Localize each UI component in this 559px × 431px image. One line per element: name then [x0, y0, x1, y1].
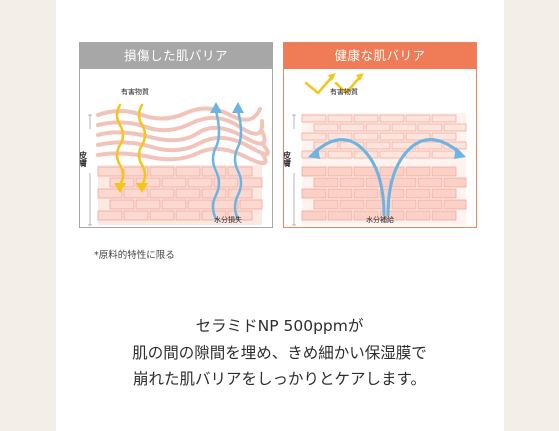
water-loss-label: 水分損失 — [214, 215, 242, 224]
harmful-arrow-heads — [114, 183, 148, 193]
moisture-retention-arrows — [312, 138, 462, 217]
footnote: *原料的特性に限る — [94, 250, 175, 261]
moisture-arrow-heads — [308, 147, 466, 159]
description-line-3: 崩れた肌バリアをしっかりとケアします。 — [133, 370, 426, 388]
damaged-barrier-title: 損傷した肌バリア — [80, 43, 272, 69]
damaged-cell-layer — [97, 165, 263, 225]
description-line-1: セラミドNP 500ppmが — [195, 317, 364, 335]
harmful-label: 有害物質 — [330, 87, 358, 96]
harmful-arrow-heads — [328, 73, 364, 81]
skin-scale — [88, 114, 92, 226]
description-text: セラミドNP 500ppmが 肌の間の隙間を埋め、きめ細かい保湿膜で 崩れた肌バ… — [0, 313, 559, 393]
healthy-barrier-illustration: 皮膚 有害物質 水分補給 — [284, 73, 467, 226]
water-loss-arrow-heads — [210, 102, 244, 113]
damaged-barrier-panel: 損傷した肌バリア 皮膚 — [79, 42, 273, 228]
harmful-substance-arrows — [304, 75, 362, 95]
damaged-stratum-layers — [96, 106, 270, 165]
harmful-substance-arrows — [115, 103, 147, 187]
skin-scale — [292, 114, 296, 226]
moisture-label: 水分補給 — [366, 215, 394, 224]
damaged-barrier-illustration: 皮膚 有害物質 水分損失 — [80, 87, 270, 226]
healthy-barrier-title: 健康な肌バリア — [284, 43, 476, 69]
water-loss-arrows — [211, 109, 243, 221]
description-line-2: 肌の間の隙間を埋め、きめ細かい保湿膜で — [132, 343, 427, 362]
healthy-barrier-panel: 健康な肌バリア 皮膚 有害物質 — [283, 42, 477, 228]
harmful-label: 有害物質 — [121, 87, 149, 96]
skin-label: 皮膚 — [80, 150, 88, 168]
skin-label: 皮膚 — [284, 150, 292, 168]
